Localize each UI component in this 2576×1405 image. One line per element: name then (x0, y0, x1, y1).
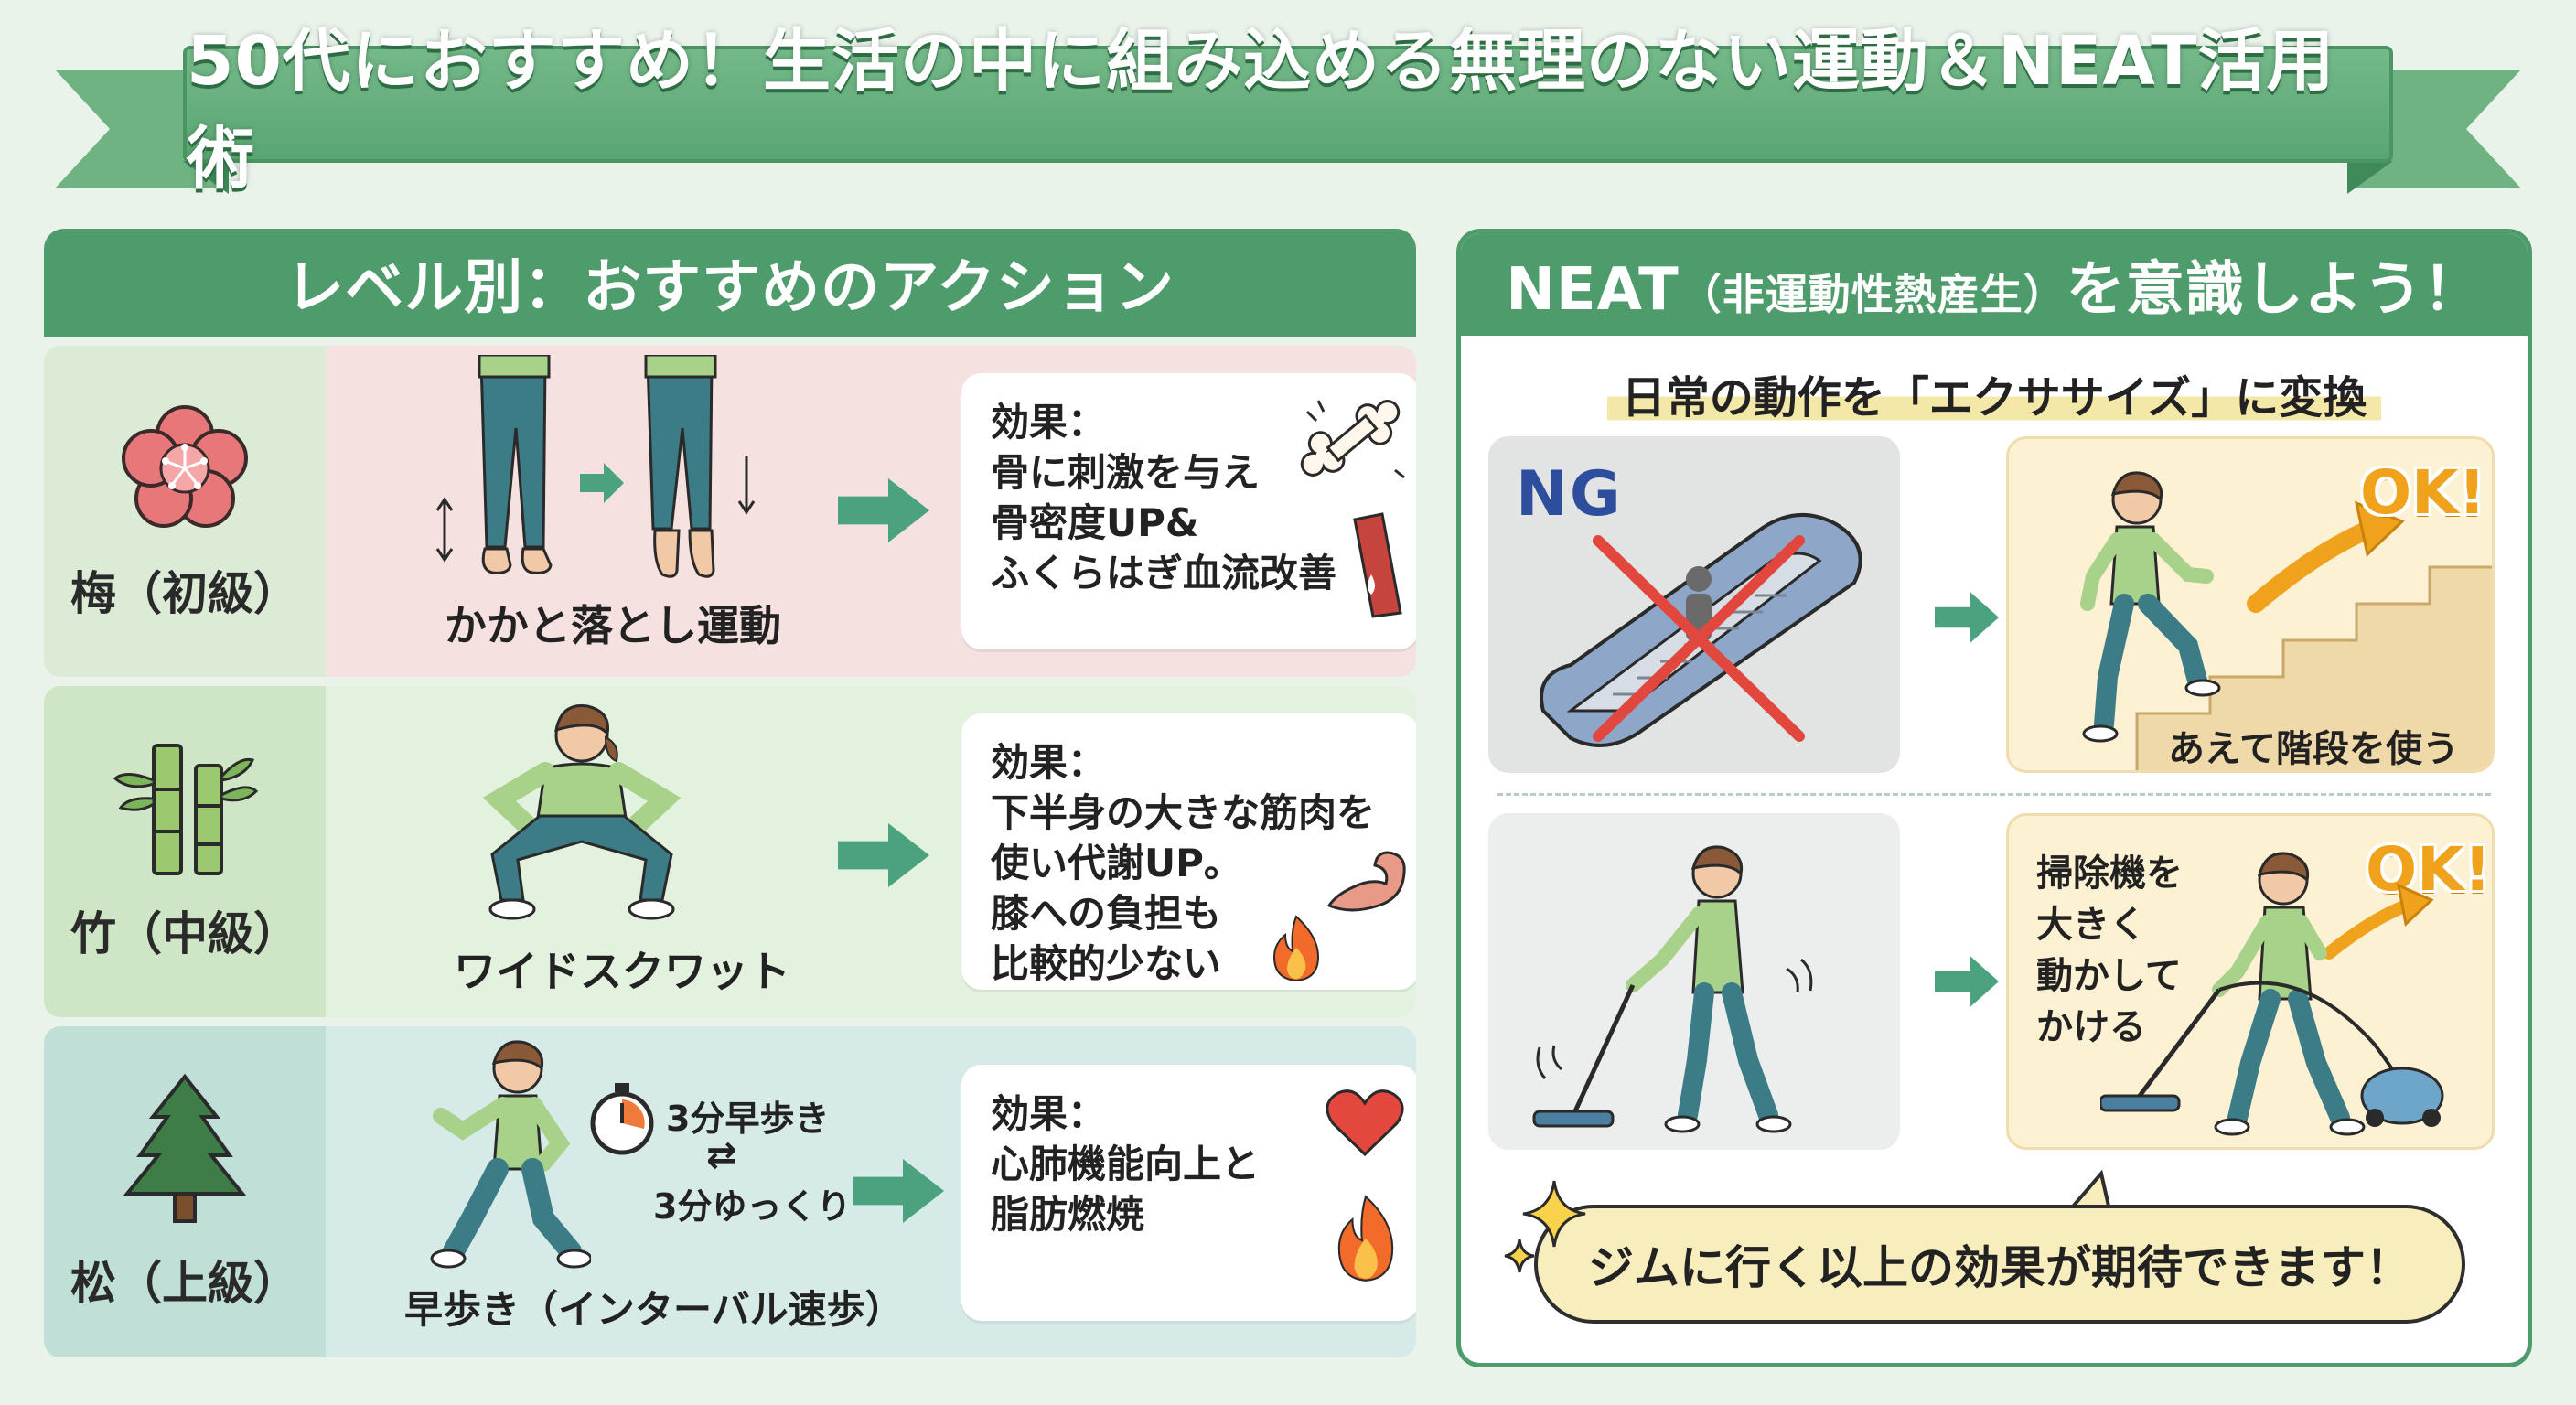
neat-subheading: 日常の動作を「エクササイズ」に変換 (1461, 361, 2528, 425)
effect-line: ふくらはぎ血流改善 (991, 551, 1337, 595)
heart-icon (1326, 1089, 1404, 1157)
wide-squat-illustration (482, 704, 682, 920)
neat-title-paren: （非運動性熱産生） (1679, 270, 2066, 319)
vacuum-caption-3: 動かして (2036, 955, 2182, 997)
interval-swap-icon: ⇄ (706, 1134, 737, 1176)
title-banner: 50代におすすめ！生活の中に組み込める無理のない運動＆NEAT活用術 (55, 22, 2521, 209)
blood-vessel-icon (1353, 512, 1402, 618)
interval-fast: 3分早歩き (666, 1099, 830, 1139)
neat-panel-header: NEAT（非運動性熱産生）を意識しよう！ (1461, 233, 2528, 336)
effect-line: 比較的少ない (991, 941, 1222, 986)
level-badge-take: 竹（中級） (44, 686, 326, 1017)
effect-card-take: 効果： 下半身の大きな筋肉を 使い代謝UP。 膝への負担も 比較的少ない (961, 713, 1416, 990)
vacuum-caption-4: かける (2036, 1006, 2146, 1048)
level-badge-ume: 梅（初級） (44, 346, 326, 677)
level-panel-title: レベル別：おすすめのアクション (285, 254, 1175, 322)
effect-line: 使い代謝UP。 (991, 841, 1242, 885)
level-content-matsu: 3分早歩き ⇄ 3分ゆっくり 早歩き（インターバル速歩） 効果： 心肺機能向上と… (326, 1026, 1416, 1357)
pine-tree-icon (123, 1073, 247, 1223)
fire-icon (1272, 915, 1320, 982)
level-label-take: 竹（中級） (70, 907, 299, 960)
arrow-to-effect-take (838, 823, 929, 887)
flexed-arm-icon (1326, 851, 1406, 912)
stopwatch-icon (590, 1083, 654, 1155)
action-label-ume: かかと落とし運動 (445, 601, 781, 650)
page-title: 50代におすすめ！生活の中に組み込める無理のない運動＆NEAT活用術 (187, 22, 2335, 198)
effect-line: 下半身の大きな筋肉を (991, 790, 1376, 835)
arrow-to-effect-matsu (853, 1159, 944, 1223)
effect-line: 脂肪燃焼 (991, 1192, 1145, 1237)
effect-line: 骨に刺激を与え (991, 450, 1261, 495)
stairs-illustration (2080, 471, 2492, 770)
scene-divider (1497, 793, 2491, 796)
heel-drop-illustration (435, 355, 756, 578)
effect-card-matsu: 効果： 心肺機能向上と 脂肪燃焼 (961, 1065, 1416, 1321)
fire-icon (1337, 1195, 1394, 1282)
neat-title-main: NEAT (1506, 256, 1680, 324)
small-vacuum-illustration (1532, 845, 1813, 1133)
effect-line: 膝への負担も (991, 891, 1222, 936)
effect-line: 骨密度UP& (991, 500, 1199, 545)
level-row-matsu: 松（上級） 3分早歩き ⇄ 3分ゆっくり (44, 1026, 1416, 1357)
effect-line: 効果： (991, 1091, 1107, 1136)
arrow-ng-to-ok-2 (1935, 956, 1999, 1007)
ok-label-stairs: OK! (2360, 457, 2486, 528)
level-row-take: 竹（中級） ワイドスクワット 効果： 下半身の大きな筋肉を 使い代謝UP。 膝へ… (44, 686, 1416, 1017)
brisk-walk-illustration (430, 1040, 591, 1269)
vacuum-caption-1: 掃除機を (2036, 853, 2183, 895)
interval-slow: 3分ゆっくり (653, 1186, 852, 1227)
level-badge-matsu: 松（上級） (44, 1026, 326, 1357)
scene-vacuum-ok: 掃除機を 大きく 動かして かける OK! (2006, 813, 2495, 1150)
level-row-ume: 梅（初級） かかと落とし運動 効果： (44, 346, 1416, 677)
neat-panel: NEAT（非運動性熱産生）を意識しよう！ 日常の動作を「エクササイズ」に変換 N… (1456, 229, 2532, 1367)
speech-bubble: ジムに行く以上の効果が期待できます！ (1534, 1205, 2465, 1324)
level-content-ume: かかと落とし運動 効果： 骨に刺激を与え 骨密度UP& ふくらはぎ血流改善 (326, 346, 1416, 677)
escalator-icon (1540, 513, 1862, 747)
scene-vacuum-small (1488, 813, 1900, 1150)
arrow-ng-to-ok-1 (1935, 592, 1999, 643)
arrow-to-effect-ume (838, 478, 929, 542)
bamboo-icon (113, 744, 258, 875)
effect-line: 効果： (991, 400, 1107, 445)
plum-blossom-icon (122, 405, 248, 528)
effect-card-ume: 効果： 骨に刺激を与え 骨密度UP& ふくらはぎ血流改善 (961, 373, 1416, 649)
neat-panel-title: NEAT（非運動性熱産生）を意識しよう！ (1506, 242, 2483, 327)
level-actions-panel: レベル別：おすすめのアクション 梅（初級） (44, 229, 1416, 1367)
level-label-matsu: 松（上級） (70, 1257, 299, 1310)
ng-label: NG (1516, 458, 1623, 531)
big-vacuum-illustration (2100, 852, 2444, 1136)
effect-line: 心肺機能向上と (991, 1142, 1261, 1186)
ok-label-vacuum: OK! (2366, 834, 2492, 905)
neat-title-tail: を意識しよう！ (2066, 256, 2483, 324)
sparkle-icon (1504, 1180, 1586, 1273)
level-panel-header: レベル別：おすすめのアクション (44, 229, 1416, 337)
banner-body: 50代におすすめ！生活の中に組み込める無理のない運動＆NEAT活用術 (183, 22, 2393, 198)
level-label-ume: 梅（初級） (70, 567, 299, 620)
scene-stairs-ok: OK! あえて階段を使う (2006, 436, 2495, 773)
speech-bubble-text: ジムに行く以上の効果が期待できます！ (1588, 1241, 2411, 1294)
neat-subheading-text: 日常の動作を「エクササイズ」に変換 (1606, 361, 2382, 425)
stairs-caption: あえて階段を使う (2168, 728, 2459, 770)
level-content-take: ワイドスクワット 効果： 下半身の大きな筋肉を 使い代謝UP。 膝への負担も 比… (326, 686, 1416, 1017)
scene-escalator-ng: NG (1488, 436, 1900, 773)
vacuum-caption-2: 大きく (2036, 904, 2146, 946)
bone-icon (1300, 400, 1405, 479)
effect-line: 効果： (991, 740, 1107, 785)
action-label-take: ワイドスクワット (454, 947, 790, 996)
action-label-matsu: 早歩き（インターバル速歩） (404, 1287, 904, 1332)
